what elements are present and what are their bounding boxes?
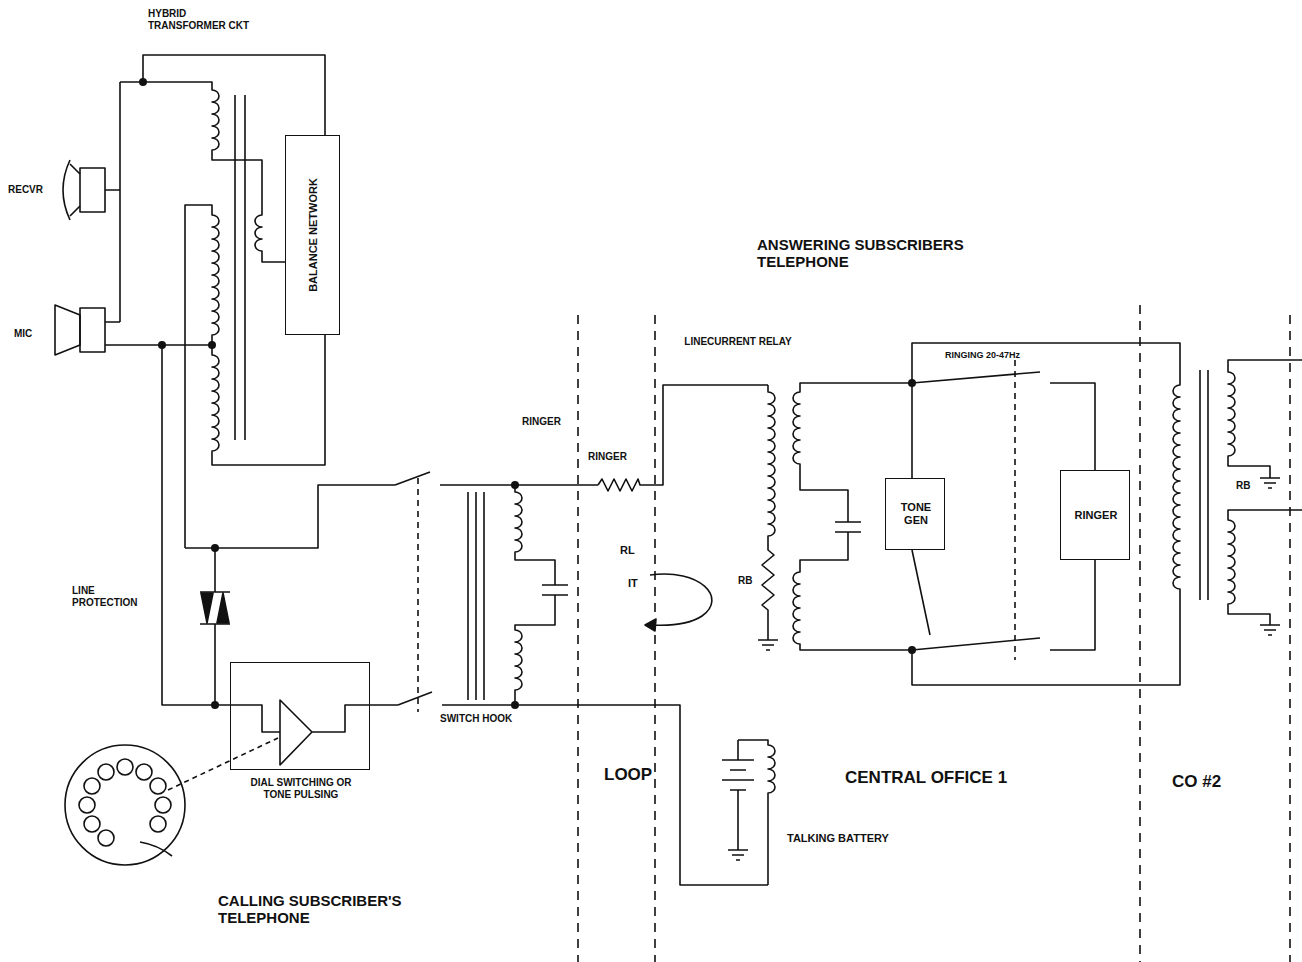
dial-switching-box: DIAL SWITCHING OR TONE PULSING — [230, 662, 370, 770]
circuit-label: CALLING SUBSCRIBER'S TELEPHONE — [218, 892, 478, 927]
circuit-label: TALKING BATTERY — [787, 832, 889, 845]
circuit-label: RINGER — [522, 416, 561, 428]
node-label: BALANCE NETWORK — [306, 178, 319, 292]
ringer-box: RINGER — [1060, 470, 1130, 560]
circuit-label: LOOP — [604, 765, 652, 785]
balance-network-box: BALANCE NETWORK — [285, 135, 340, 335]
circuit-label: RB — [738, 575, 752, 587]
node-label: TONE GEN — [890, 501, 942, 526]
circuit-label: ANSWERING SUBSCRIBERS TELEPHONE — [757, 236, 1037, 271]
circuit-label: RINGER — [588, 451, 627, 463]
circuit-label: RL — [620, 544, 635, 557]
circuit-label: MIC — [14, 328, 32, 340]
node-label: DIAL SWITCHING OR TONE PULSING — [246, 777, 356, 800]
circuit-label: RINGING 20-47Hz — [945, 350, 1020, 360]
circuit-label: CO #2 — [1172, 772, 1221, 792]
circuit-label: LINECURRENT RELAY — [683, 336, 793, 348]
circuit-label: SWITCH HOOK — [440, 713, 512, 725]
node-label: RINGER — [1065, 509, 1127, 522]
circuit-label: IT — [628, 577, 638, 590]
circuit-label: CENTRAL OFFICE 1 — [845, 768, 1007, 788]
circuit-label: LINE PROTECTION — [72, 585, 154, 608]
circuit-label: RB — [1236, 480, 1250, 492]
tone-generator-box: TONE GEN — [885, 478, 945, 550]
circuit-label: RECVR — [8, 184, 43, 196]
circuit-label: HYBRID TRANSFORMER CKT — [148, 8, 258, 31]
